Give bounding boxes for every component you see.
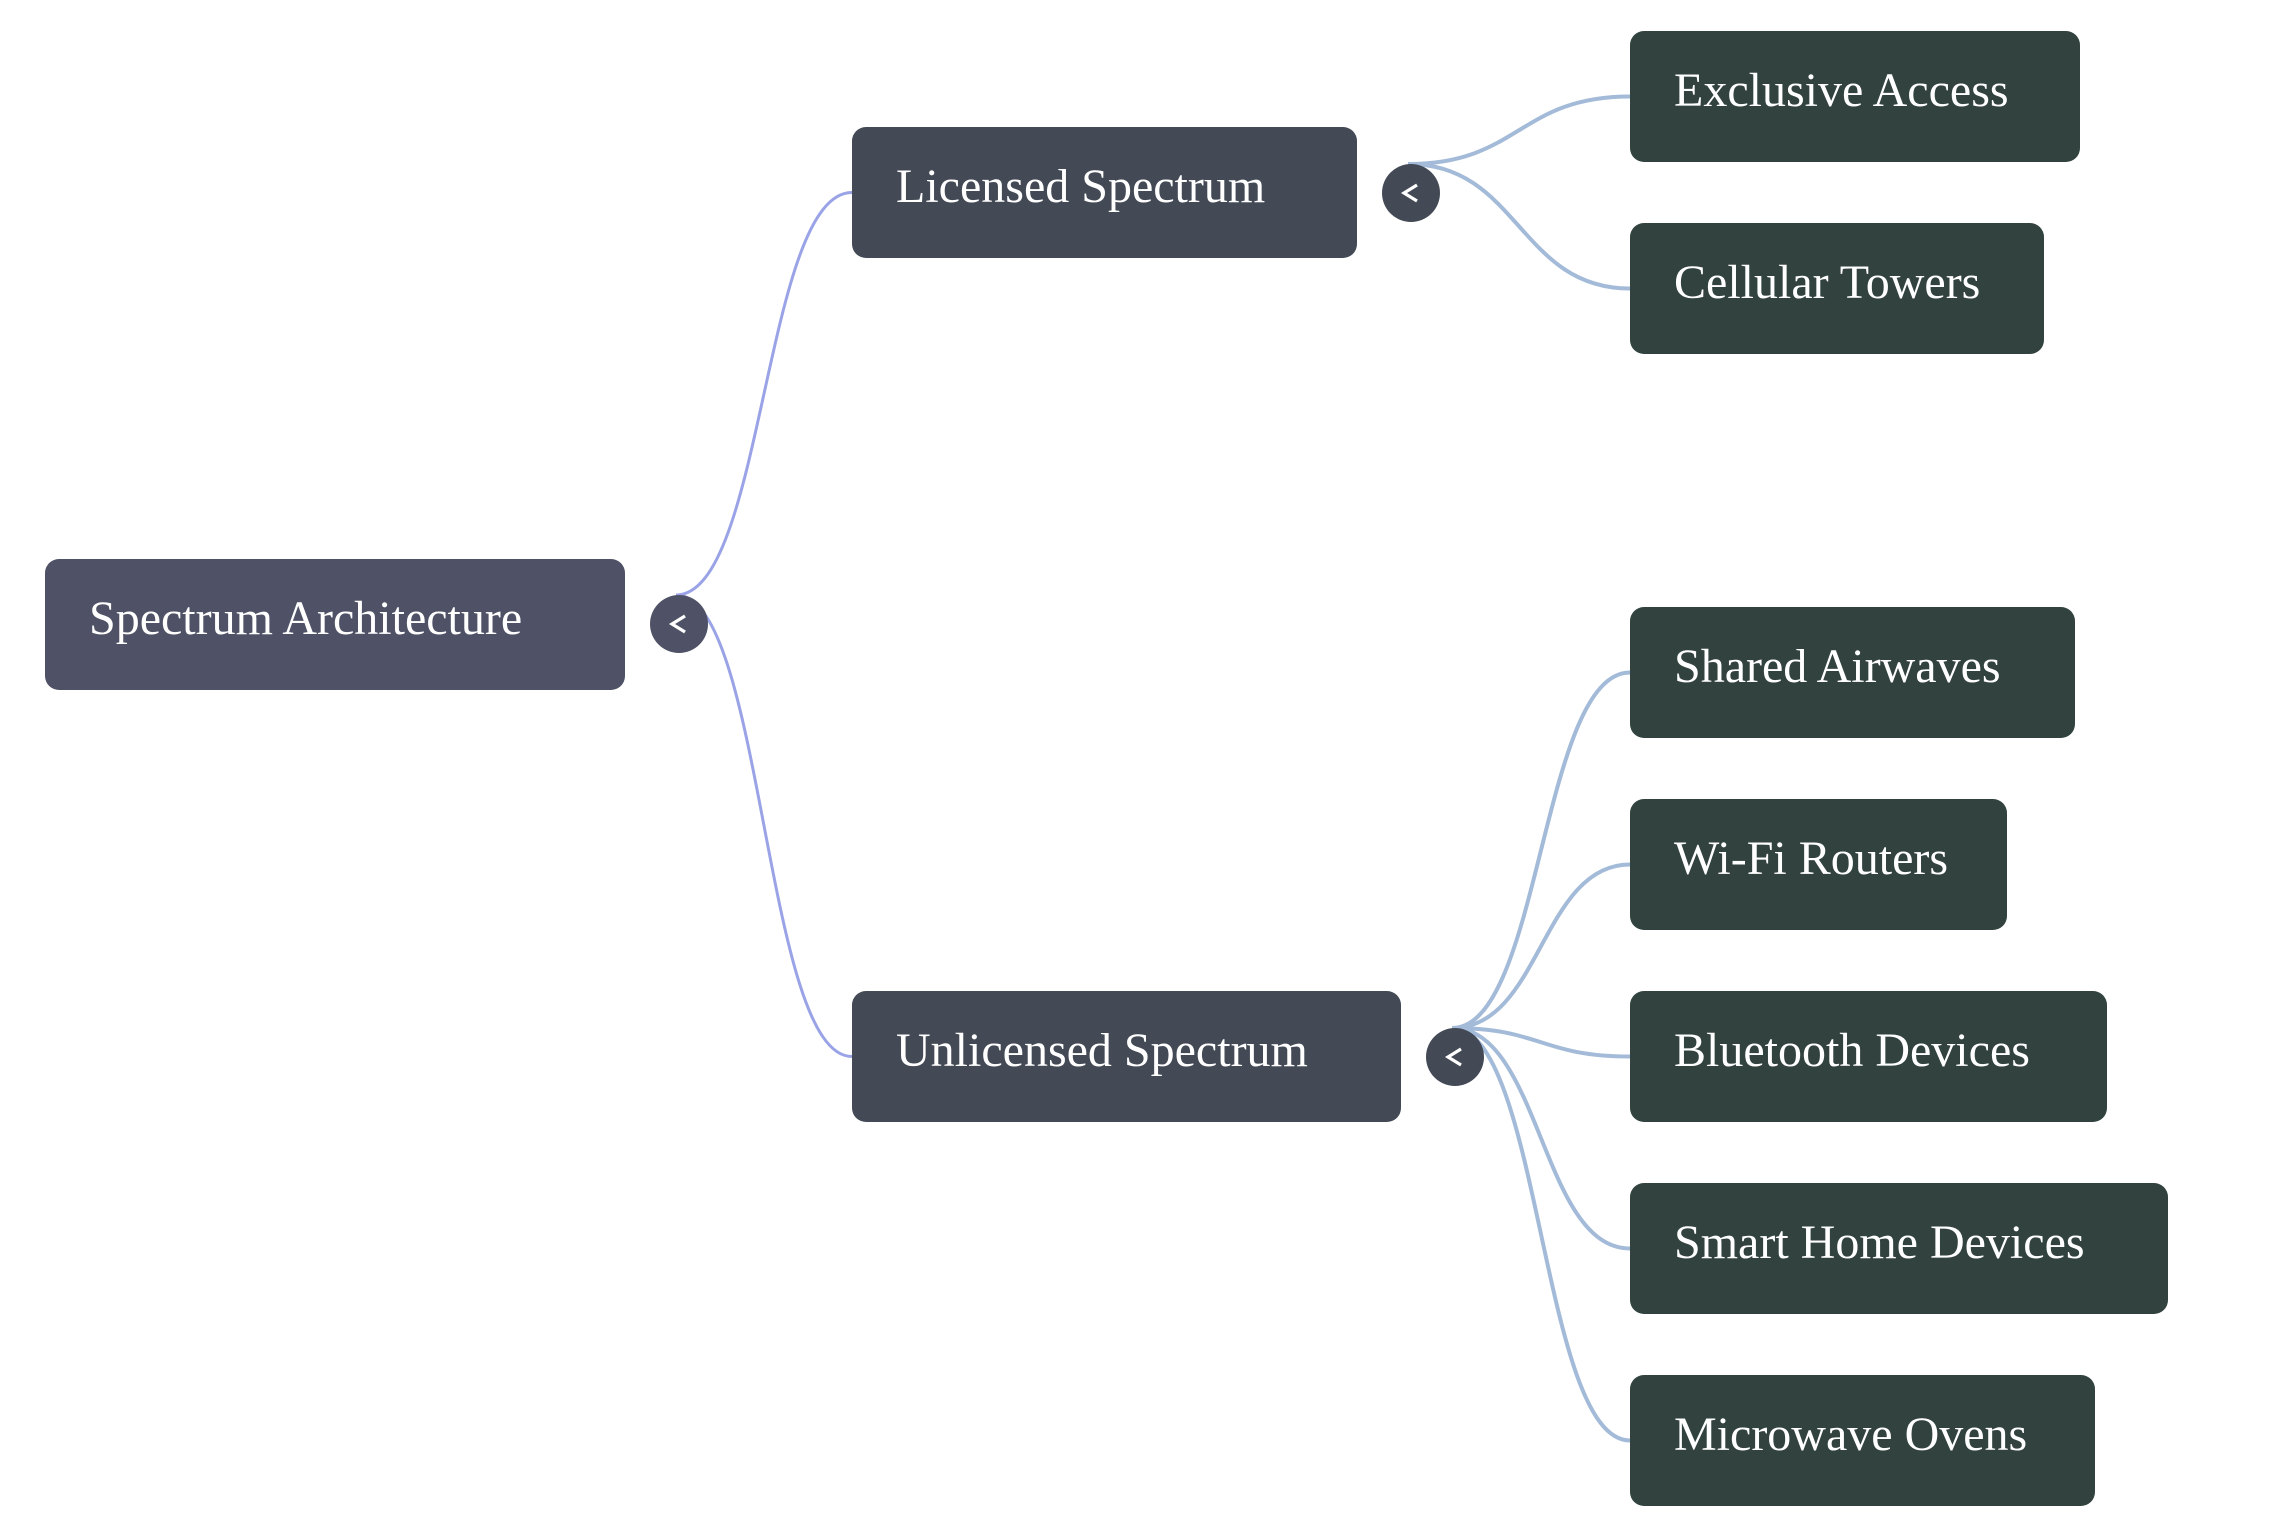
node-label: Unlicensed Spectrum	[896, 1023, 1308, 1077]
node-label: Bluetooth Devices	[1674, 1023, 2030, 1077]
edge-licensed-cellular-towers	[1407, 162, 1631, 291]
node-exclusive-access[interactable]: Exclusive Access	[1630, 31, 2080, 162]
chevron-left-icon	[668, 614, 686, 634]
edge-unlicensed-microwave-ovens	[1451, 1026, 1631, 1443]
node-bluetooth-devices[interactable]: Bluetooth Devices	[1630, 991, 2107, 1122]
collapse-toggle-root[interactable]	[650, 595, 708, 653]
collapse-toggle-unlicensed-spectrum[interactable]	[1426, 1028, 1484, 1086]
edge-unlicensed-bluetooth-devices	[1451, 1026, 1631, 1059]
node-wifi-routers[interactable]: Wi-Fi Routers	[1630, 799, 2007, 930]
edge-unlicensed-shared-airwaves	[1451, 670, 1631, 1030]
node-shared-airwaves[interactable]: Shared Airwaves	[1630, 607, 2075, 738]
node-label: Smart Home Devices	[1674, 1215, 2085, 1269]
edge-unlicensed-smart-home-devices	[1451, 1026, 1631, 1251]
node-smart-home-devices[interactable]: Smart Home Devices	[1630, 1183, 2168, 1314]
chevron-left-icon	[1400, 183, 1418, 203]
node-microwave-ovens[interactable]: Microwave Ovens	[1630, 1375, 2095, 1506]
node-unlicensed-spectrum[interactable]: Unlicensed Spectrum	[852, 991, 1401, 1122]
node-label: Exclusive Access	[1674, 63, 2009, 117]
node-label: Shared Airwaves	[1674, 639, 2001, 693]
node-label: Microwave Ovens	[1674, 1407, 2028, 1461]
node-label: Licensed Spectrum	[896, 159, 1266, 213]
edge-licensed-exclusive-access	[1407, 94, 1631, 166]
node-label: Wi-Fi Routers	[1674, 831, 1949, 885]
edge-unlicensed-wifi-routers	[1451, 862, 1631, 1030]
edge-root-unlicensed	[675, 593, 853, 1058]
node-spectrum-architecture[interactable]: Spectrum Architecture	[45, 559, 625, 690]
collapse-toggle-licensed-spectrum[interactable]	[1382, 164, 1440, 222]
edge-root-licensed	[675, 191, 853, 597]
chevron-left-icon	[1444, 1047, 1462, 1067]
node-cellular-towers[interactable]: Cellular Towers	[1630, 223, 2044, 354]
node-label: Spectrum Architecture	[89, 591, 523, 645]
node-label: Cellular Towers	[1674, 255, 1981, 309]
node-licensed-spectrum[interactable]: Licensed Spectrum	[852, 127, 1357, 258]
